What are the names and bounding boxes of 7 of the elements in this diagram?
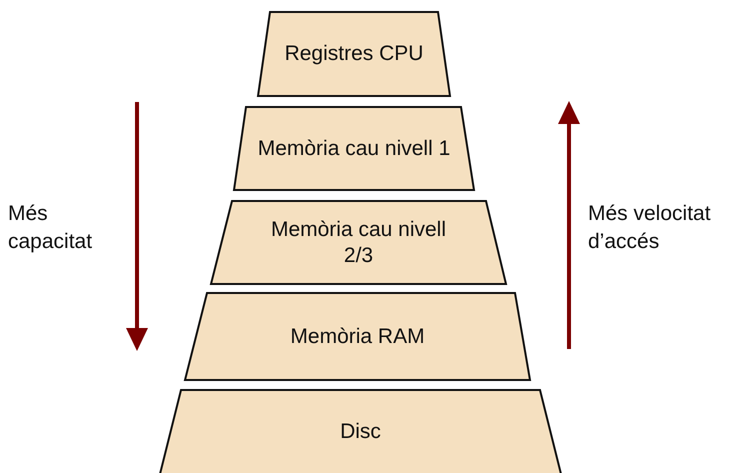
level-label: Registres CPU — [284, 41, 424, 67]
side-label: Més velocitat d’accés — [588, 201, 712, 255]
level-label: Disc — [339, 419, 382, 445]
level-label: Memòria RAM — [289, 324, 426, 350]
side-label: Més capacitat — [8, 201, 94, 255]
level-label: Memòria cau nivell 2/3 — [270, 216, 448, 268]
level-label: Memòria cau nivell 1 — [256, 136, 452, 162]
